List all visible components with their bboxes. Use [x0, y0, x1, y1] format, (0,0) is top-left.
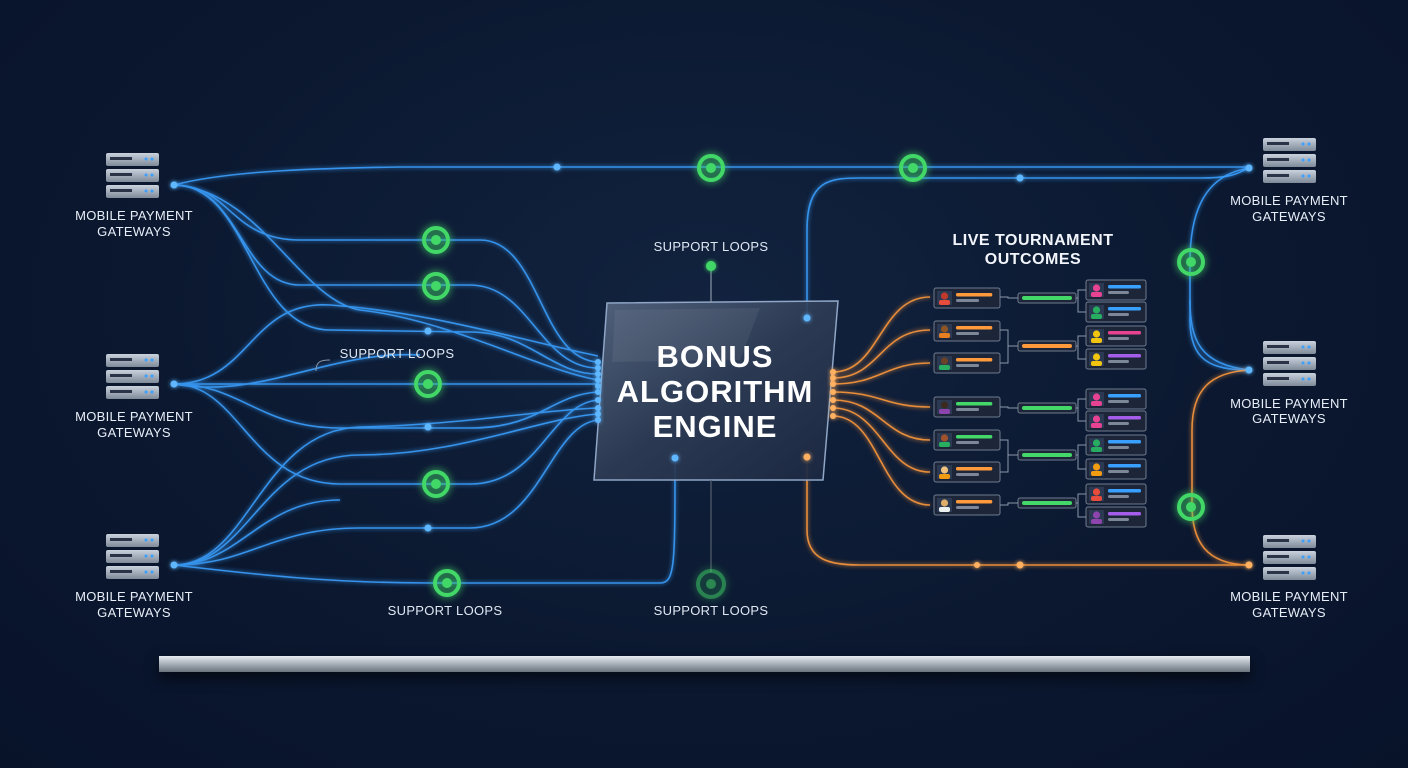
server-rack-icon — [1263, 138, 1316, 183]
bracket-connector — [1000, 439, 1018, 456]
signal-dots — [170, 163, 1253, 569]
engine-title-line1: BONUS — [657, 339, 774, 374]
server-rack-icon — [106, 354, 159, 399]
bracket-connector — [1000, 454, 1018, 473]
bracket-connector — [1076, 444, 1086, 456]
loop-node-icon — [1177, 248, 1205, 276]
support-dot-top — [706, 261, 716, 271]
bracket-connector — [1076, 398, 1086, 409]
support-loops-label-top: SUPPORT LOOPS — [654, 239, 769, 254]
engine-input-ports — [595, 359, 601, 423]
server-rack-icon — [106, 153, 159, 198]
gateway-label-right-mid-2: GATEWAYS — [1252, 411, 1326, 426]
server-rack-icon — [106, 534, 159, 579]
engine-output-ports — [830, 369, 836, 419]
tournament-title-line1: LIVE TOURNAMENT — [953, 232, 1114, 249]
gateway-label-right-bot-1: MOBILE PAYMENT — [1230, 589, 1348, 604]
bracket-connector — [1076, 335, 1086, 347]
loop-node-icon — [697, 154, 725, 182]
gateway-label-right-top-1: MOBILE PAYMENT — [1230, 193, 1348, 208]
gateway-label-right-bot-2: GATEWAYS — [1252, 605, 1326, 620]
bracket-connector — [1076, 454, 1086, 470]
gateway-label-right-mid-1: MOBILE PAYMENT — [1230, 396, 1348, 411]
loop-node-icon — [433, 569, 461, 597]
loop-nodes — [414, 154, 1205, 599]
engine-port-bottom — [671, 454, 679, 462]
gateway-labels: MOBILE PAYMENT GATEWAYS MOBILE PAYMENT G… — [75, 193, 1348, 620]
bracket-connector — [1076, 493, 1086, 504]
engine-box[interactable]: BONUS ALGORITHM ENGINE — [593, 300, 839, 481]
engine-title-line3: ENGINE — [653, 409, 778, 444]
support-loops-label-bottom: SUPPORT LOOPS — [654, 603, 769, 618]
loop-node-icon — [696, 569, 726, 599]
left-connections — [173, 166, 1251, 584]
loop-node-icon — [422, 470, 450, 498]
support-loops-label-bottom-left: SUPPORT LOOPS — [388, 603, 503, 618]
bracket-connector — [1000, 406, 1018, 409]
support-loops-label-left: SUPPORT LOOPS — [340, 346, 455, 361]
loop-node-icon — [1177, 493, 1205, 521]
engine-port-bottom-right — [803, 453, 811, 461]
bracket-connector — [1076, 345, 1086, 360]
server-racks — [106, 138, 1316, 580]
gateway-label-right-top-2: GATEWAYS — [1252, 209, 1326, 224]
server-rack-icon — [1263, 341, 1316, 386]
signal-dots-orange — [974, 561, 1253, 569]
loop-node-icon — [422, 226, 450, 254]
gateway-label-left-top-2: GATEWAYS — [97, 224, 171, 239]
bracket-connector — [1076, 289, 1086, 299]
bracket-connector — [1076, 407, 1086, 422]
bracket-connector — [1000, 296, 1018, 299]
gateway-label-left-top-1: MOBILE PAYMENT — [75, 208, 193, 223]
bracket-connector — [1076, 297, 1086, 313]
engine-title-line2: ALGORITHM — [617, 374, 814, 409]
bracket-connector — [1000, 345, 1018, 364]
support-loop-labels: SUPPORT LOOPS SUPPORT LOOPS SUPPORT LOOP… — [340, 239, 769, 618]
gateway-label-left-bot-1: MOBILE PAYMENT — [75, 589, 193, 604]
support-label-leader — [315, 359, 331, 372]
tournament-title-line2: OUTCOMES — [985, 251, 1081, 268]
loop-node-icon — [422, 272, 450, 300]
server-rack-icon — [1263, 535, 1316, 580]
engine-port-top — [803, 314, 811, 322]
loop-node-icon — [414, 370, 442, 398]
bracket-connector — [1076, 502, 1086, 518]
bracket-connector — [1000, 329, 1018, 347]
gateway-label-left-mid-2: GATEWAYS — [97, 425, 171, 440]
loop-node-icon — [899, 154, 927, 182]
bracket-connector — [1000, 502, 1018, 506]
gateway-label-left-bot-2: GATEWAYS — [97, 605, 171, 620]
base-shelf — [159, 656, 1250, 672]
orange-connections — [806, 296, 1251, 566]
gateway-label-left-mid-1: MOBILE PAYMENT — [75, 409, 193, 424]
tournament-bracket — [933, 279, 1147, 528]
